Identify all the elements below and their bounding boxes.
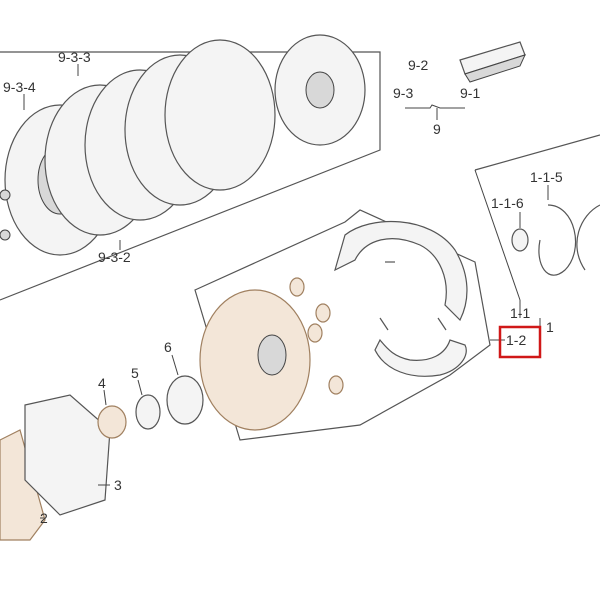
panel-outline-right-left [474,169,521,301]
clutch-plate-group [0,34,381,301]
cover-part-2 [0,429,46,541]
pivot-pin-4 [328,375,344,395]
clutch-shoe-upper [334,220,468,322]
circlip-1-1-5 [538,204,577,276]
ring-right-edge [576,204,600,271]
washer-part-5 [135,394,161,430]
label-9-3-2: 9-3-2 [98,249,131,265]
pivot-pin-3 [315,303,331,323]
label-9-1: 9-1 [460,85,480,101]
drive-plate [199,289,311,431]
clutch-plate-rear-hub [305,71,335,109]
label-2: 2 [40,510,48,526]
label-1-1-5: 1-1-5 [530,169,563,185]
clutch-spring-2 [379,317,389,331]
label-1-1-6: 1-1-6 [491,195,524,211]
pivot-pin-2 [307,323,323,343]
clutch-plate-4 [164,39,276,191]
label-5: 5 [131,365,139,381]
lower-left-parts-group [0,354,204,541]
label-9-3-4: 9-3-4 [3,79,36,95]
clutch-spring-3 [437,317,447,331]
parts-9-group [405,41,526,120]
label-1-2: 1-2 [506,332,526,348]
gasket-part-3 [24,394,111,516]
leader-4 [103,389,107,406]
washer-1-1-6 [511,228,529,252]
pivot-pin-1 [289,277,305,297]
label-1-1: 1-1 [510,305,530,321]
label-9-2: 9-2 [408,57,428,73]
bracket-9 [405,104,465,109]
label-9-3: 9-3 [393,85,413,101]
clutch-shoe-lower [374,338,467,377]
panel-outline-middle [194,209,491,441]
panel-outline-right-top [474,134,600,171]
label-3: 3 [114,477,122,493]
leader-6 [171,354,179,376]
spring-1 [0,189,11,201]
part-9-2-shape [464,54,526,83]
highlight-box-1-2[interactable] [498,325,542,359]
label-4: 4 [98,375,106,391]
centrifugal-clutch-group [194,209,491,441]
label-9: 9 [433,121,441,137]
label-6: 6 [164,339,172,355]
lockwasher-part-6 [166,375,204,425]
label-1: 1 [546,319,554,335]
label-9-3-3: 9-3-3 [58,49,91,65]
parts-1-1-group [474,134,600,301]
spring-2 [0,229,11,241]
leader-5 [137,379,143,396]
nut-part-4 [97,405,127,439]
drive-plate-splined-hub [257,334,287,376]
